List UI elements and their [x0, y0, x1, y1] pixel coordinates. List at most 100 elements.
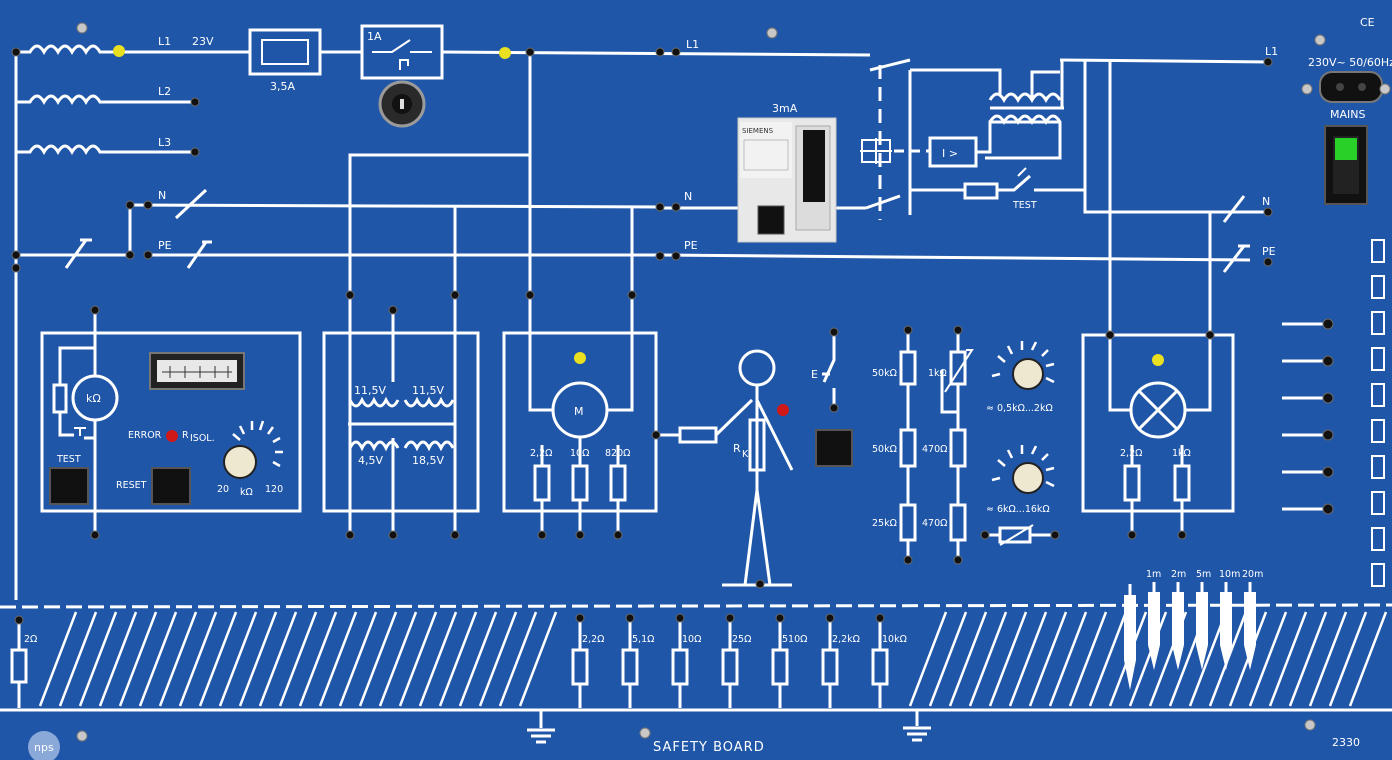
insulation-test-label: TEST — [56, 454, 81, 465]
label-pe: PE — [158, 239, 172, 252]
label-l3: L3 — [158, 136, 171, 149]
earth-resistor-left — [10, 648, 28, 684]
tx-voltage-4: 18,5V — [412, 454, 444, 467]
ce-mark: CE — [1360, 16, 1375, 29]
probe-20m: 20m — [1242, 569, 1263, 580]
reset-label: RESET — [116, 480, 147, 491]
resistance-knob[interactable] — [223, 420, 283, 479]
side-switches[interactable] — [1371, 239, 1385, 587]
scale-min: 20 — [217, 484, 229, 495]
kohm-meter-symbol — [71, 374, 119, 422]
l1-led-left — [113, 45, 125, 57]
risol-sub: ISOL. — [190, 433, 215, 444]
earth-r-6: 2,2kΩ — [832, 634, 860, 645]
rnet-c: 25kΩ — [872, 518, 897, 529]
label-fuse: 3,5A — [270, 80, 295, 93]
board-title: SAFETY BOARD — [653, 740, 765, 755]
risol-label: R — [182, 430, 189, 441]
rnet-a: 50kΩ — [872, 368, 897, 379]
earth-section — [0, 582, 1392, 744]
output-terminals — [1282, 322, 1325, 511]
lamp-led — [1152, 354, 1164, 366]
kohm-meter-label: kΩ — [86, 392, 101, 405]
brand-logo-text: nps — [34, 741, 54, 754]
jack-sockets[interactable] — [11, 47, 1334, 625]
rnet-e: 470Ω — [922, 444, 947, 455]
resistor-network — [899, 330, 1055, 560]
tx-voltage-1: 11,5V — [354, 384, 386, 397]
pot-knob-1[interactable] — [991, 341, 1055, 390]
probe-10m: 10m — [1219, 569, 1240, 580]
label-l1: L1 — [158, 35, 171, 48]
pot-knob-2[interactable] — [991, 445, 1055, 494]
label-n: N — [158, 189, 166, 202]
scale-unit: kΩ — [240, 487, 253, 498]
motor-symbol — [551, 381, 609, 439]
tx-voltage-2: 11,5V — [412, 384, 444, 397]
label-n-far: N — [1262, 195, 1270, 208]
motor-led — [574, 352, 586, 364]
tx-voltage-3: 4,5V — [358, 454, 383, 467]
rcd-device: SIEMENS — [737, 117, 837, 243]
body-resistance-sub: K — [742, 449, 749, 460]
rcd-test-label: TEST — [1012, 200, 1037, 211]
mains-rating: 230V~ 50/60Hz — [1308, 56, 1392, 69]
error-led — [166, 430, 178, 442]
l1-led-right — [499, 47, 511, 59]
body-resistance-label: R — [733, 442, 741, 455]
pot2-range: ≈ 6kΩ...16kΩ — [986, 504, 1050, 515]
scale-max: 120 — [265, 484, 283, 495]
label-pe-mid: PE — [684, 239, 698, 252]
mains-inlet[interactable] — [1319, 71, 1383, 103]
lamp-r2: 1kΩ — [1172, 448, 1191, 459]
board-model: 2330 — [1332, 736, 1360, 749]
fuse-box — [248, 28, 322, 76]
motor-label: M — [574, 405, 584, 418]
earth-r-3: 10Ω — [682, 634, 701, 645]
body-figure — [656, 349, 794, 587]
rnet-d: 1kΩ — [928, 368, 947, 379]
motor-r3: 820Ω — [605, 448, 630, 459]
pot1-range: ≈ 0,5kΩ...2kΩ — [986, 403, 1053, 414]
rcd-trip-symbol: I > — [942, 147, 958, 160]
mains-switch[interactable] — [1324, 125, 1368, 205]
test-button[interactable] — [49, 467, 89, 505]
reset-button[interactable] — [151, 467, 191, 505]
motor-r2: 10Ω — [570, 448, 589, 459]
earth-r-left: 2Ω — [24, 634, 37, 645]
rcd-rating: 3mA — [772, 102, 798, 115]
switch-e-label: E — [811, 368, 818, 381]
lamp-symbol — [1129, 381, 1187, 439]
earth-r-4: 25Ω — [732, 634, 751, 645]
rnet-b: 50kΩ — [872, 444, 897, 455]
probe-5m: 5m — [1196, 569, 1211, 580]
motor-r1: 2,2Ω — [530, 448, 552, 459]
earth-r-5: 510Ω — [782, 634, 807, 645]
supply-coils — [14, 44, 195, 600]
transformer-module — [322, 331, 480, 513]
rcd-toggle-lever[interactable] — [803, 130, 825, 202]
label-l1-far: L1 — [1265, 45, 1278, 58]
label-n-mid: N — [684, 190, 692, 203]
label-breaker: 1A — [367, 30, 382, 43]
lamp-r1: 2,2Ω — [1120, 448, 1142, 459]
earth-r-2: 5,1Ω — [632, 634, 654, 645]
panel-screws — [76, 22, 1391, 742]
mains-label: MAINS — [1330, 108, 1365, 121]
rcd-brand: SIEMENS — [742, 127, 774, 135]
rnet-f: 470Ω — [922, 518, 947, 529]
probe-1m: 1m — [1146, 569, 1161, 580]
earth-r-7: 10kΩ — [882, 634, 907, 645]
earth-r-1: 2,2Ω — [582, 634, 604, 645]
brand-logo — [28, 731, 60, 760]
rcd-test-button[interactable] — [757, 205, 785, 235]
label-pe-far: PE — [1262, 245, 1276, 258]
error-label: ERROR — [128, 430, 162, 441]
body-led — [777, 404, 789, 416]
probe-2m: 2m — [1171, 569, 1186, 580]
e-switch-button[interactable] — [815, 429, 853, 467]
label-voltage: 23V — [192, 35, 214, 48]
label-l1-right: L1 — [686, 38, 699, 51]
